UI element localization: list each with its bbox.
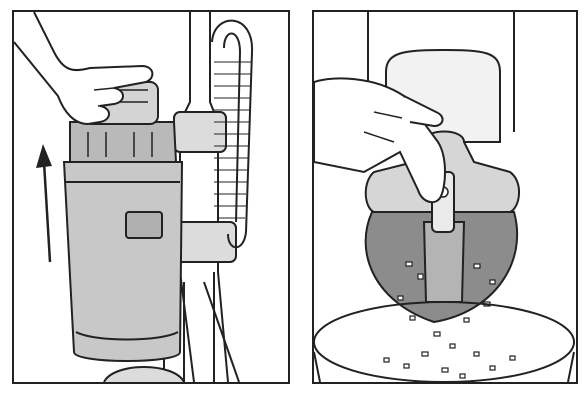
empty-canister-drawing [314,12,576,382]
up-arrow-icon [36,144,52,262]
illustration-panel-remove-canister [12,10,290,384]
vacuum-base [104,367,184,382]
remove-canister-drawing [14,12,288,382]
illustration-panel-empty-canister [312,10,578,384]
